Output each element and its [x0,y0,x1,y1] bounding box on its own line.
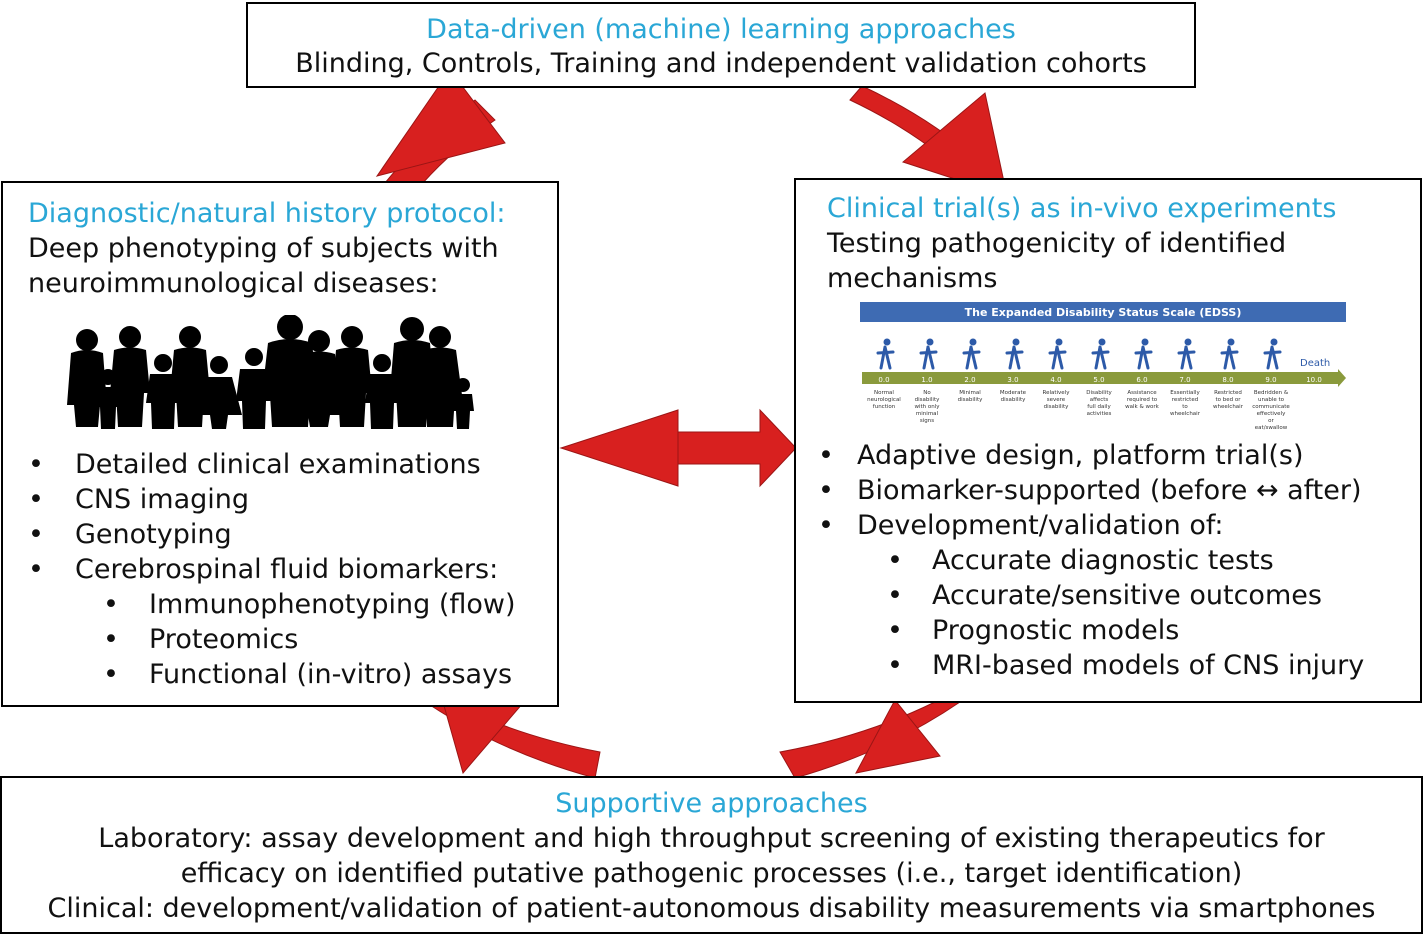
edss-score: 8.0 [1222,376,1233,384]
diagnostic-protocol-line-2: neuroimmunological diseases: [28,268,439,299]
edss-step-icon [962,338,981,370]
subbullet-diagnostic-tests: •Accurate diagnostic tests [887,545,1274,576]
subbullet-proteomics: •Proteomics [103,624,299,655]
diagnostic-protocol-title: Diagnostic/natural history protocol: [28,198,506,229]
subbullet-immunophenotyping: •Immunophenotyping (flow) [103,589,516,620]
people-group-icon [67,315,474,429]
arrowhead-up-left [375,69,506,177]
supportive-line-1: Laboratory: assay development and high t… [98,823,1325,854]
edss-score: 7.0 [1179,376,1190,384]
edss-title-band [860,302,1346,322]
supportive-line-3: Clinical: development/validation of pati… [47,893,1376,924]
edss-step-icon [919,338,938,370]
edss-step-icon [1263,338,1282,370]
supportive-line-2: efficacy on identified putative pathogen… [180,858,1243,889]
subbullet-functional-assays: •Functional (in-vitro) assays [103,659,513,690]
edss-score: 0.0 [878,376,889,384]
edss-score-bar [862,372,1338,384]
bullet-adaptive-design: •Adaptive design, platform trial(s) [818,440,1304,471]
bullet-clinical-examinations: •Detailed clinical examinations [28,449,481,480]
machine-learning-subtitle: Blinding, Controls, Training and indepen… [295,48,1147,79]
supportive-approaches-box: Supportive approaches Laboratory: assay … [0,776,1423,934]
edss-step-icon [1177,338,1196,370]
clinical-trials-title: Clinical trial(s) as in-vivo experiments [827,193,1337,224]
edss-score: 3.0 [1007,376,1018,384]
edss-step-icon [1048,338,1067,370]
edss-scale-figure: The Expanded Disability Status Scale (ED… [860,302,1346,431]
diagnostic-protocol-box: Diagnostic/natural history protocol: Dee… [1,181,559,707]
subbullet-prognostic-models: •Prognostic models [887,615,1180,646]
subbullet-sensitive-outcomes: •Accurate/sensitive outcomes [887,580,1322,611]
bullet-development-validation: •Development/validation of: [818,510,1224,541]
bullet-genotyping: •Genotyping [28,519,232,550]
machine-learning-box: Data-driven (machine) learning approache… [246,2,1196,88]
clinical-trials-box: Clinical trial(s) as in-vivo experiments… [794,178,1422,703]
edss-death-label: Death [1300,358,1330,369]
edss-score: 5.0 [1093,376,1104,384]
bullet-biomarker-supported: •Biomarker-supported (before ↔ after) [818,475,1362,506]
edss-step-icon [1134,338,1153,370]
edss-step-icon [1220,338,1239,370]
edss-score: 10.0 [1306,376,1322,384]
bullet-csf-biomarkers: •Cerebrospinal fluid biomarkers: [28,554,499,585]
subbullet-mri-models: •MRI-based models of CNS injury [887,650,1365,681]
edss-score: 1.0 [921,376,932,384]
edss-step-icon [1005,338,1024,370]
supportive-approaches-title: Supportive approaches [555,788,868,819]
edss-score: 4.0 [1050,376,1061,384]
diagnostic-protocol-line-1: Deep phenotyping of subjects with [28,233,499,264]
edss-step-icon [1091,338,1110,370]
edss-score: 2.0 [964,376,975,384]
arrowhead-down-left [855,699,941,774]
clinical-trials-line-2: mechanisms [827,263,998,294]
edss-step-icon [876,338,895,370]
edss-title: The Expanded Disability Status Scale (ED… [965,306,1242,319]
edss-score: 9.0 [1265,376,1276,384]
clinical-trials-line-1: Testing pathogenicity of identified [827,228,1287,259]
edss-score: 6.0 [1136,376,1147,384]
bullet-cns-imaging: •CNS imaging [28,484,250,515]
machine-learning-title: Data-driven (machine) learning approache… [426,14,1016,45]
